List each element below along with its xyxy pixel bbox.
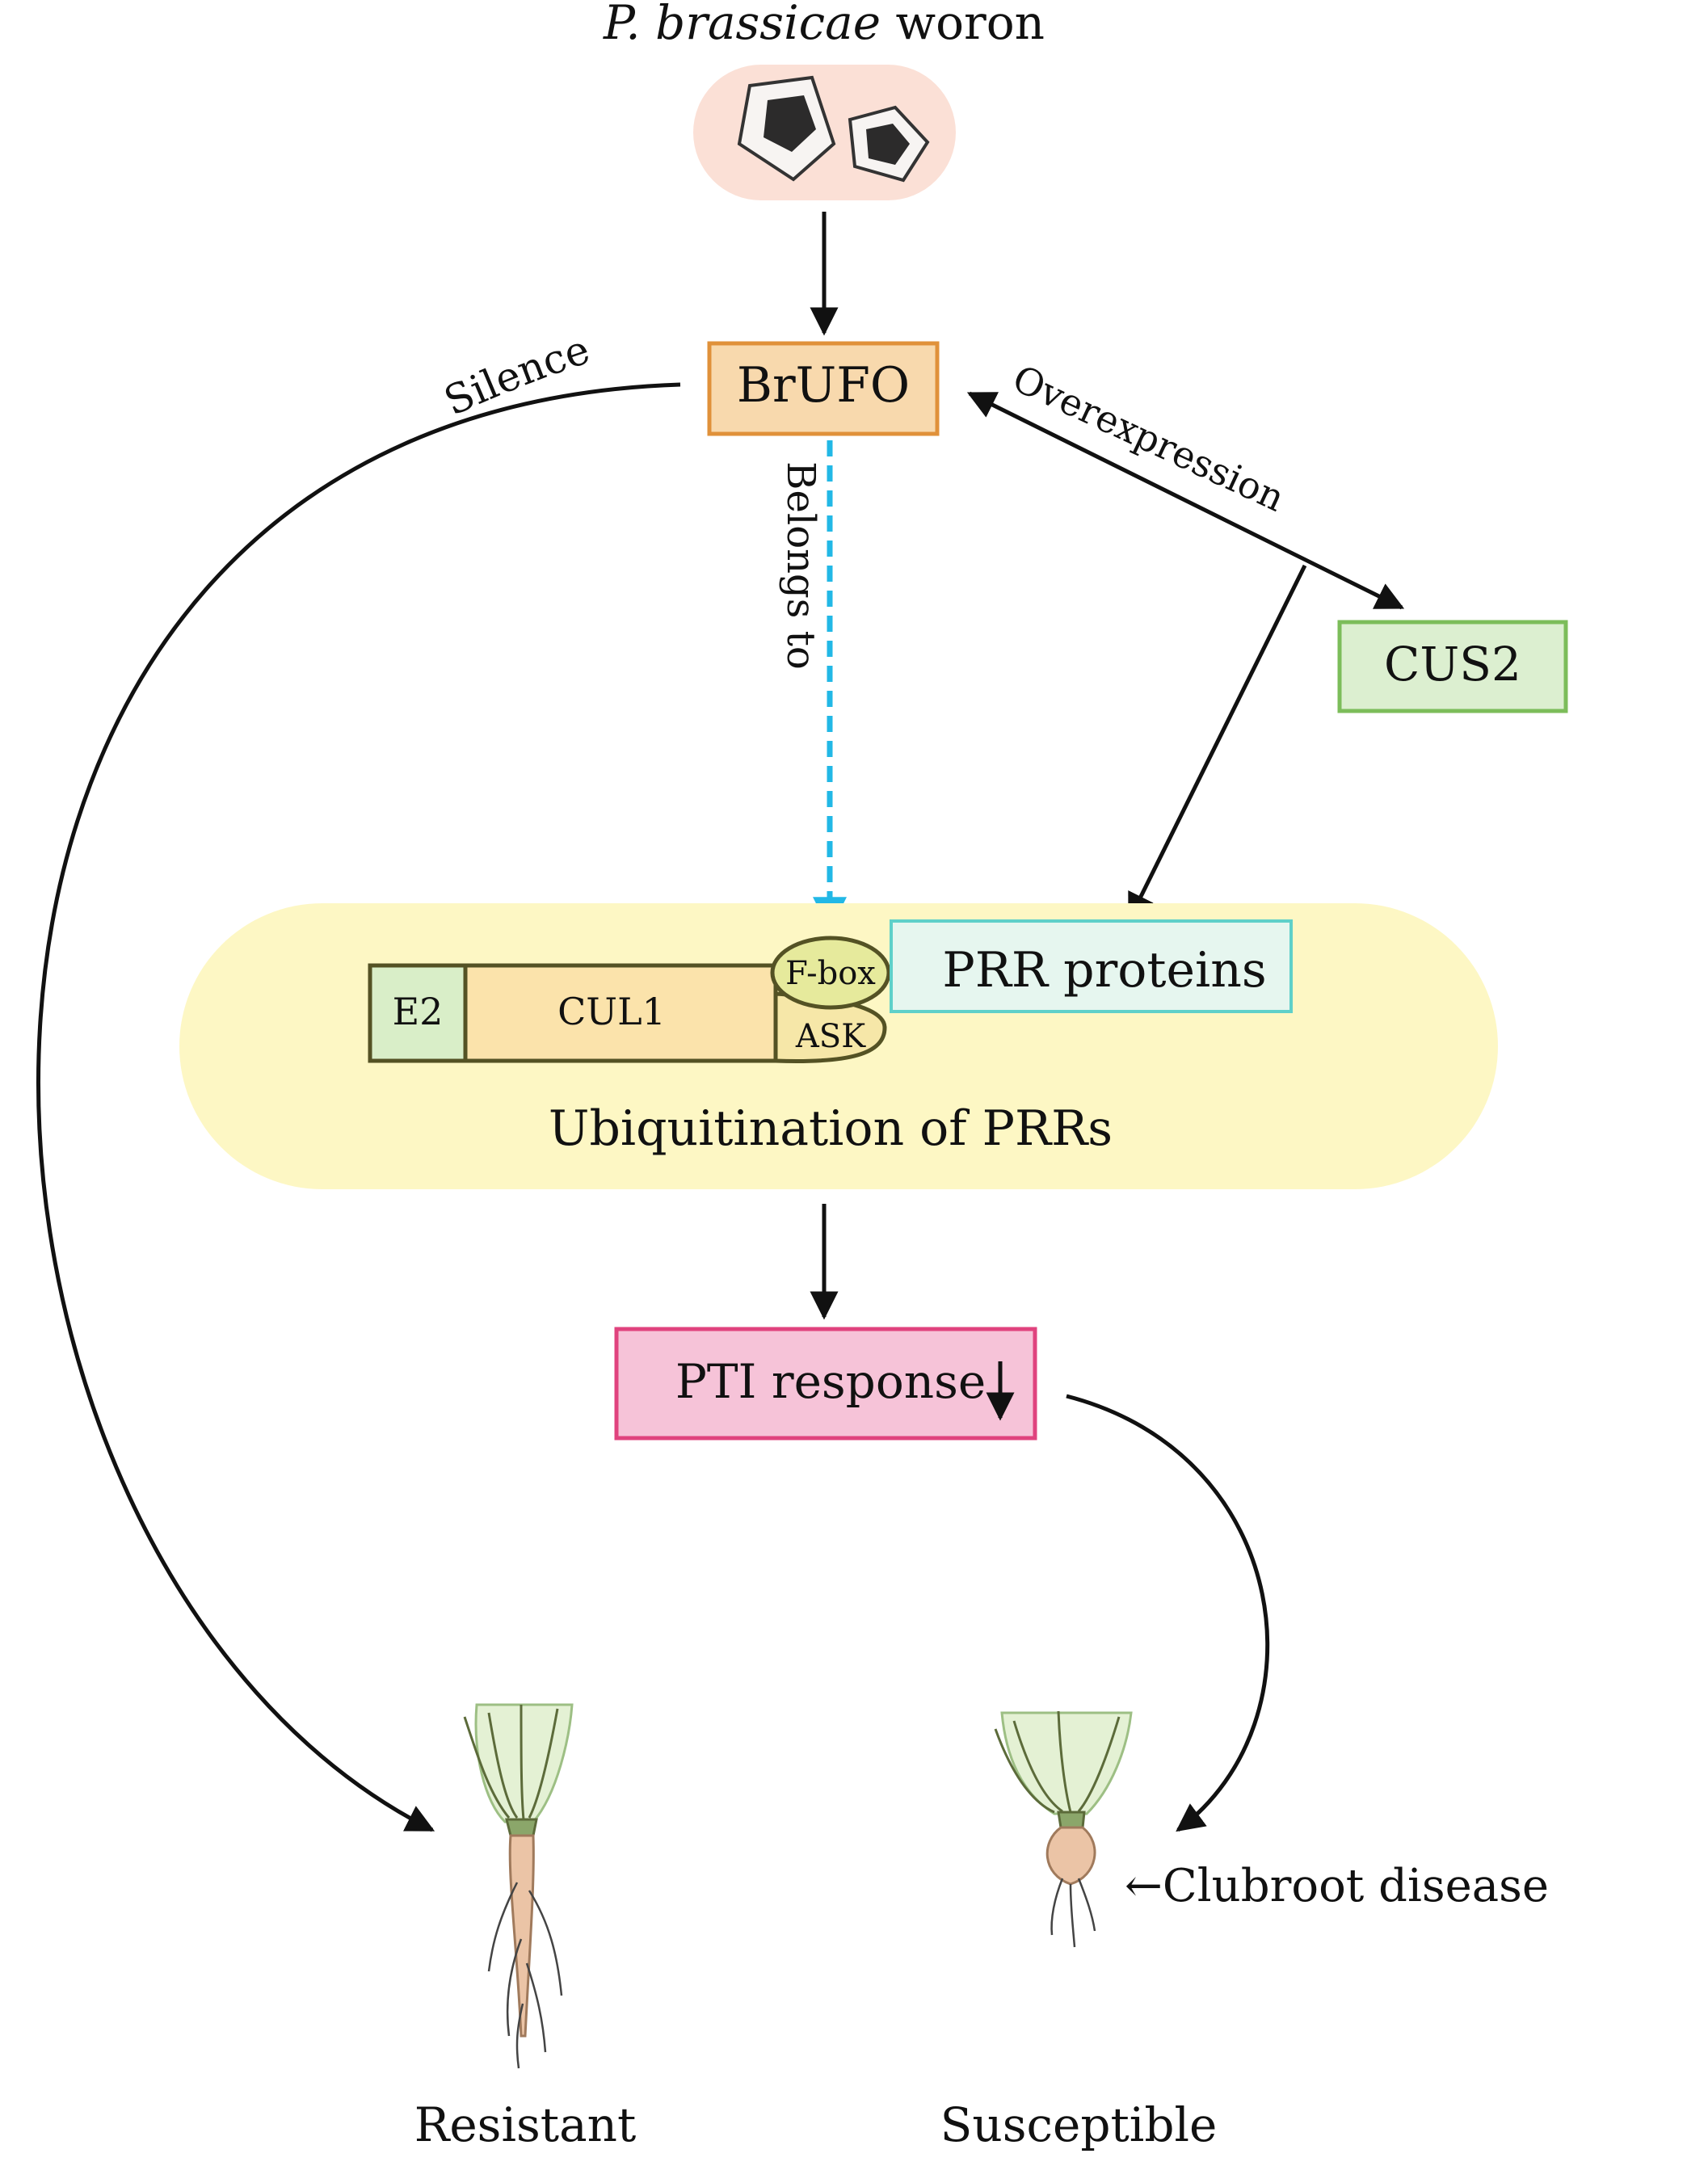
arrow-brufo-cus2-overexpression — [966, 391, 1405, 610]
arrow-silence-to-resistant — [36, 382, 681, 1832]
clubroot-disease-label: ←Clubroot disease — [1125, 1860, 1549, 1912]
cus2-label: CUS2 — [1384, 637, 1521, 692]
prr-proteins-label: PRR proteins — [942, 942, 1266, 999]
woron-title: P. brassicae woron — [603, 0, 1045, 50]
cul1-box — [463, 963, 778, 1063]
brufo-label: BrUFO — [737, 357, 910, 414]
ubiquitination-label: Ubiquitination of PRRs — [549, 1100, 1113, 1157]
pti-response-box — [614, 1327, 1037, 1441]
pti-response-label: PTI response — [675, 1354, 986, 1409]
e2-label: E2 — [393, 990, 444, 1033]
susceptible-plant-illustration — [994, 1710, 1133, 1948]
susceptible-label: Susceptible — [940, 2097, 1218, 2152]
belongs-to-label: Belongs to — [778, 461, 823, 670]
brufo-box — [707, 341, 940, 436]
cul1-label: CUL1 — [557, 990, 666, 1033]
arrow-pti-to-susceptible — [1066, 1394, 1270, 1832]
overexpression-label: Overexpression — [1006, 356, 1291, 520]
resistant-plant-illustration — [463, 1703, 574, 2069]
clubroot-gall — [1045, 1826, 1096, 1886]
prr-proteins-box — [890, 919, 1293, 1013]
resistant-label: Resistant — [414, 2097, 637, 2152]
arrow-cus2-to-prr — [1127, 564, 1307, 923]
fbox-ellipse — [770, 936, 891, 1010]
e2-box — [368, 963, 468, 1063]
woron-spores-illustration — [693, 65, 956, 200]
cus2-box — [1337, 620, 1568, 713]
fbox-label: F-box — [785, 955, 876, 992]
silence-label: Silence — [437, 326, 595, 424]
ask-label: ASK — [795, 1018, 866, 1055]
